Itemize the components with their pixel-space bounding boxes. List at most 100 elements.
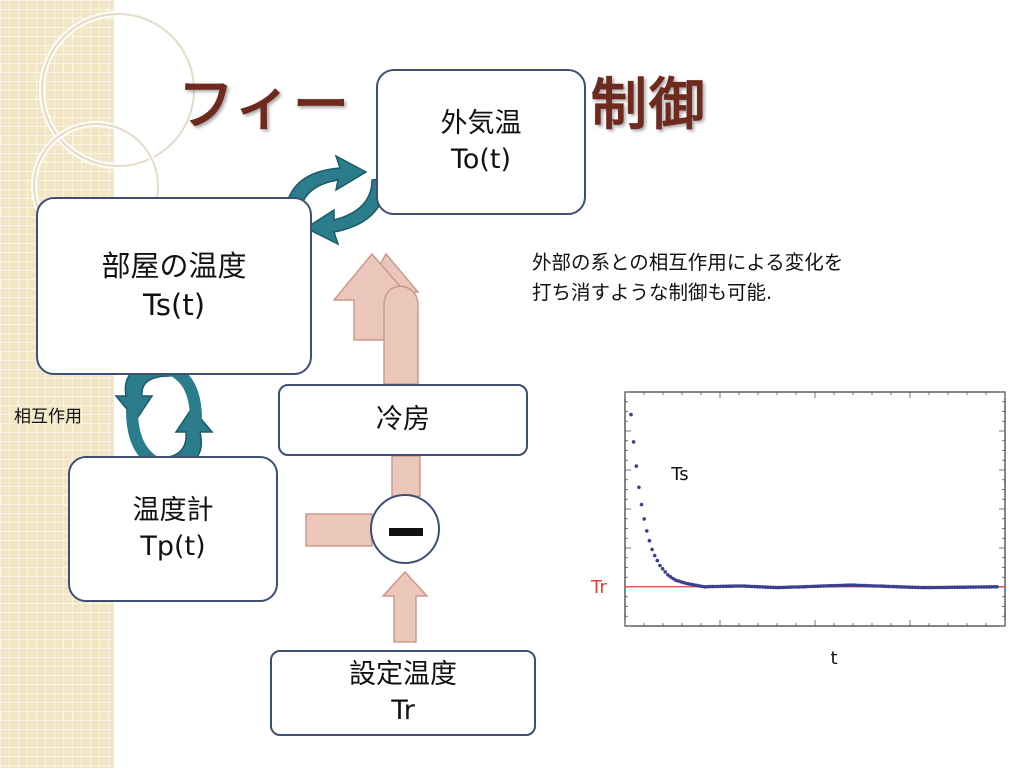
ts-data-point: [713, 584, 718, 589]
thermometer-label: 温度計: [132, 494, 214, 526]
ts-data-point: [987, 585, 991, 589]
ts-data-point: [966, 585, 970, 589]
ts-data-point: [797, 585, 802, 589]
ts-data-point: [768, 585, 773, 590]
ts-data-point: [866, 583, 870, 588]
ts-data-point: [889, 584, 894, 589]
note-line-1: 外部の系との相互作用による変化を: [532, 251, 844, 274]
ts-data-point: [895, 584, 899, 589]
ts-data-point: [737, 584, 741, 588]
ts-data-point: [724, 584, 728, 589]
room-temperature-label: 部屋の温度: [101, 248, 247, 283]
ts-data-point: [639, 502, 644, 507]
ts-data-point: [958, 585, 962, 589]
ts-data-point: [918, 585, 923, 590]
ts-data-point: [961, 585, 965, 589]
ts-data-point: [774, 585, 778, 590]
thermometer-symbol: Tp(t): [140, 531, 206, 562]
ts-data-point: [929, 585, 933, 590]
ts-data-point: [968, 585, 973, 589]
ts-data-point: [853, 583, 857, 587]
ts-data-point: [745, 584, 749, 588]
ts-data-point: [637, 485, 641, 490]
cooler-label: 冷房: [376, 403, 430, 435]
ts-data-point: [897, 585, 902, 589]
ts-data-point: [645, 529, 649, 533]
cooling-flow-stem: [383, 285, 419, 385]
ts-data-point: [955, 585, 960, 589]
ts-data-point: [910, 585, 915, 590]
ts-data-point: [726, 584, 731, 588]
ts-data-point: [734, 584, 739, 588]
ts-data-point: [989, 585, 994, 589]
ts-data-point: [924, 585, 928, 590]
ts-data-point: [650, 547, 654, 552]
ts-data-point: [655, 558, 660, 563]
ts-data-point: [716, 584, 720, 589]
subtractor-node: [370, 494, 440, 564]
ts-data-point: [945, 585, 949, 590]
x-axis-ticks: [624, 392, 1006, 626]
minus-icon: [389, 528, 423, 536]
ts-data-point: [642, 517, 646, 521]
ts-data-point: [779, 585, 783, 590]
ts-data-point: [808, 584, 812, 589]
ts-data-point: [803, 584, 807, 589]
ts-data-point: [816, 584, 820, 588]
ts-data-point: [710, 584, 715, 589]
ts-data-point: [992, 585, 997, 589]
ts-data-point: [979, 585, 983, 589]
ts-data-point: [860, 583, 865, 588]
ts-data-point: [792, 585, 797, 589]
ts-data-point: [708, 584, 712, 589]
ts-data-point: [721, 584, 725, 589]
ts-data-point: [663, 570, 667, 574]
ts-data-point: [926, 585, 931, 590]
ts-data-point: [747, 584, 752, 589]
ts-data-point: [810, 584, 815, 589]
ts-data-point: [718, 584, 723, 589]
ts-data-point: [882, 584, 886, 588]
ts-data-point: [668, 575, 673, 579]
ts-data-point: [729, 584, 733, 588]
setpoint-up-arrow: [381, 570, 429, 643]
ts-data-point: [939, 585, 944, 590]
ts-data-point: [903, 585, 907, 589]
ts-data-point: [629, 412, 633, 417]
ts-data-point: [784, 585, 789, 590]
ts-data-point: [813, 584, 818, 589]
ts-data-point: [858, 583, 862, 588]
ts-data-point: [631, 440, 636, 444]
ts-data-point: [887, 584, 891, 589]
ts-data-point: [942, 585, 947, 590]
ts-data-point: [776, 585, 781, 590]
ts-data-point: [763, 585, 768, 589]
ts-data-point: [900, 585, 904, 589]
ts-data-point: [950, 585, 954, 590]
ts-data-point: [731, 584, 736, 588]
ts-data-point: [789, 585, 794, 589]
outside-temperature-label: 外気温: [440, 107, 522, 139]
y-axis-ticks: [625, 391, 1005, 627]
ts-data-point: [750, 584, 754, 589]
ts-data-point: [842, 583, 847, 588]
ts-data-point: [971, 585, 976, 589]
ts-data-point: [787, 585, 791, 589]
ts-data-point: [634, 464, 639, 468]
ts-data-point: [874, 584, 878, 588]
ts-data-point: [932, 585, 936, 590]
series-label-ts: Ts: [670, 464, 688, 485]
ts-data-point: [829, 583, 833, 588]
title-left: フィー: [178, 73, 351, 138]
room-temperature-box: 部屋の温度 Ts(t): [36, 197, 312, 375]
ts-data-point: [742, 584, 746, 588]
ts-series: [629, 412, 999, 590]
ts-data-point: [976, 585, 981, 589]
ts-data-point: [671, 576, 675, 581]
ts-data-point: [687, 582, 691, 586]
ts-data-point: [766, 585, 770, 589]
setpoint-label: 設定温度: [349, 658, 457, 690]
cooler-box: 冷房: [278, 384, 528, 456]
